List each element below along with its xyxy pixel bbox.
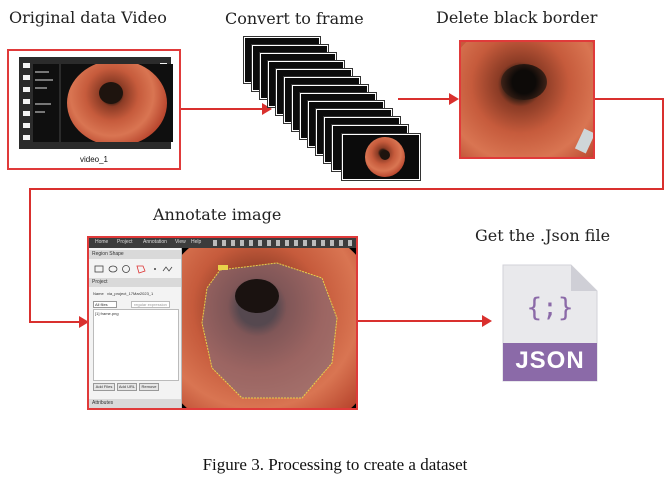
arrowhead-icon — [482, 315, 492, 327]
file-filter-select[interactable]: All files — [93, 301, 117, 308]
front-frame — [342, 134, 420, 180]
menu-item[interactable]: Project — [117, 239, 133, 245]
project-name-field[interactable]: via_project_17Mar2023_1 — [107, 291, 154, 296]
menu-item[interactable]: View — [175, 239, 186, 245]
video-frame-image — [61, 64, 173, 142]
filter-input[interactable]: regular expression — [131, 301, 170, 308]
annotation-canvas[interactable] — [182, 248, 356, 410]
arrow-frames-to-border — [398, 98, 451, 100]
step-title-frames: Convert to frame — [225, 9, 364, 28]
menu-item[interactable]: Annotation — [143, 239, 167, 245]
json-label: JSON — [515, 347, 585, 374]
connector-line — [662, 98, 664, 190]
step-title-border: Delete black border — [436, 8, 598, 27]
project-heading: Project — [89, 278, 181, 287]
project-name-label: Name — [93, 291, 104, 296]
video-caption: video_1 — [79, 155, 109, 164]
file-list-item[interactable]: [1] frame.png — [95, 311, 119, 316]
menu-item[interactable]: Help — [191, 239, 202, 245]
arrowhead-icon — [449, 93, 459, 105]
annotation-polygon[interactable] — [182, 248, 356, 410]
json-file-icon: {;} JSON — [501, 263, 599, 383]
arrow-annotate-to-json — [358, 320, 484, 322]
add-files-button[interactable]: Add Files — [93, 383, 115, 391]
shape-icons[interactable] — [93, 263, 177, 275]
json-brace-glyph: {;} — [526, 293, 574, 323]
add-url-button[interactable]: Add URL — [117, 383, 137, 391]
connector-line — [29, 188, 31, 323]
file-list: [1] frame.png — [93, 309, 179, 381]
menu-item[interactable]: Home — [95, 239, 109, 245]
menu-bar: Home Project Annotation View Help — [89, 238, 356, 248]
toolbar-icons — [213, 240, 353, 246]
step-title-annotate: Annotate image — [153, 205, 282, 224]
figure-caption: Figure 3. Processing to create a dataset — [202, 455, 468, 474]
remove-button[interactable]: Remove — [139, 383, 159, 391]
arrowhead-icon — [262, 103, 272, 115]
arrowhead-icon — [79, 316, 89, 328]
film-strip — [19, 57, 173, 149]
connector-line — [29, 321, 81, 323]
side-panel: Region Shape Project Name via_project_17… — [89, 248, 182, 408]
video-step-box: video_1 — [7, 49, 181, 170]
region-shape-heading: Region Shape — [89, 250, 181, 259]
connector-line — [595, 98, 664, 100]
border-removed-image — [459, 40, 595, 159]
step-title-video: Original data Video — [9, 8, 167, 27]
arrow-video-to-frames — [181, 108, 267, 110]
step-title-json: Get the .Json file — [475, 226, 611, 245]
annotation-tool-window: Home Project Annotation View Help Region… — [87, 236, 358, 410]
connector-line — [29, 188, 664, 190]
attributes-heading: Attributes — [89, 399, 181, 408]
